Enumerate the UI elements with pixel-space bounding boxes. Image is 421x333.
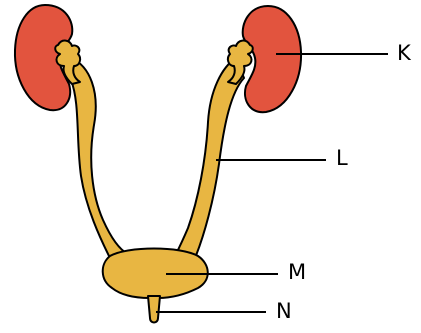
left-ureter	[71, 58, 128, 258]
label-l: L	[336, 148, 348, 169]
right-renal-pelvis	[228, 41, 253, 84]
right-ureter	[176, 58, 244, 258]
label-k: K	[397, 43, 411, 64]
label-m: M	[288, 262, 306, 283]
label-n: N	[276, 301, 292, 322]
urethra	[148, 296, 160, 323]
